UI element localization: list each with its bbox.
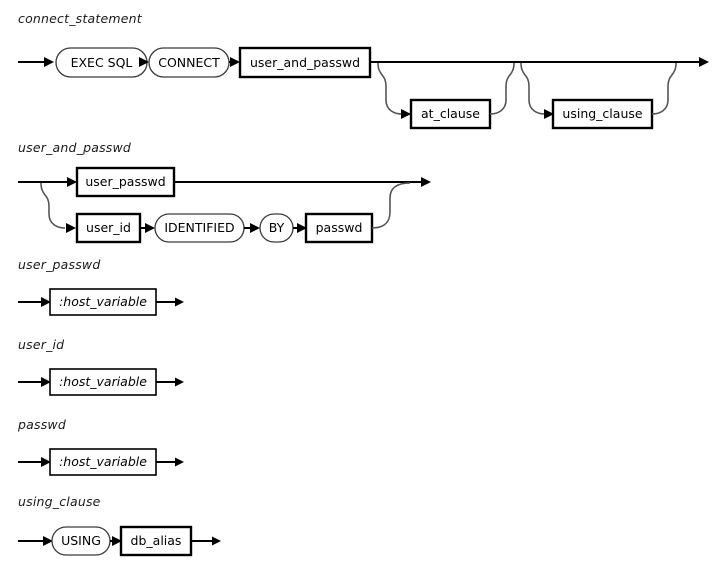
arrow-exit — [175, 377, 184, 387]
nonterminal-user-passwd-label: user_passwd — [85, 174, 165, 189]
arrow-exit — [212, 536, 221, 546]
hostvar-label: :host_variable — [59, 454, 147, 469]
nonterminal-passwd — [304, 212, 374, 244]
diagram-user-and-passwd: user_passwd user_id IDENTIFIED BY passwd — [18, 166, 431, 244]
nonterminal-user-id-label: user_id — [86, 220, 131, 235]
rule-label-connect-statement: connect_statement — [18, 11, 142, 26]
nonterminal-user-passwd — [75, 166, 176, 198]
arrow-end-of-user-and-passwd — [421, 177, 431, 187]
terminal-identified-label: IDENTIFIED — [164, 220, 234, 235]
arrow-into-host-variable — [41, 377, 51, 387]
branch-up-from-using-clause — [651, 62, 677, 115]
arrow-into-exec-sql — [44, 57, 54, 67]
diagram-passwd: :host_variable — [18, 448, 184, 476]
diagram-using-clause: USING db_alias — [18, 525, 221, 557]
hostvar-label: :host_variable — [59, 374, 147, 389]
terminal-by-label: BY — [269, 220, 285, 235]
branch-up-from-user-id-alternative — [371, 182, 411, 229]
terminal-connect-label: CONNECT — [158, 55, 220, 70]
arrow-exit — [175, 457, 184, 467]
arrow-exit — [175, 297, 184, 307]
rule-label-passwd: passwd — [18, 417, 66, 432]
arrow-into-passwd — [297, 223, 307, 233]
arrow-into-user-passwd — [67, 177, 77, 187]
terminal-exec-sql-label: EXEC SQL — [71, 55, 133, 70]
branch-up-from-at-clause — [489, 62, 515, 115]
rule-label-using-clause: using_clause — [18, 494, 101, 509]
arrow-into-by — [250, 223, 260, 233]
nonterminal-db-alias — [119, 525, 193, 557]
branch-down-to-using-clause — [520, 62, 546, 115]
nonterminal-db-alias-label: db_alias — [131, 533, 182, 548]
arrow-into-host-variable — [41, 297, 51, 307]
arrow-into-db-alias — [112, 536, 122, 546]
nonterminal-passwd-label: passwd — [316, 220, 363, 235]
terminal-using-label: USING — [61, 533, 101, 548]
arrow-into-user-and-passwd — [230, 57, 240, 67]
hostvar-label: :host_variable — [59, 294, 147, 309]
hostvar-box-user-passwd — [49, 288, 157, 316]
nonterminal-using-clause-label: using_clause — [562, 106, 642, 121]
diagram-user-id: :host_variable — [18, 368, 184, 396]
hostvar-box-user-id — [49, 368, 157, 396]
rule-label-user-passwd: user_passwd — [18, 257, 101, 272]
nonterminal-user-and-passwd-label: user_and_passwd — [250, 55, 360, 70]
arrow-into-connect — [139, 57, 149, 67]
arrow-into-at-clause — [401, 109, 411, 119]
nonterminal-at-clause-label: at_clause — [421, 106, 480, 121]
rule-label-user-and-passwd: user_and_passwd — [18, 140, 132, 155]
arrow-into-host-variable — [41, 457, 51, 467]
arrow-into-using-clause — [544, 109, 554, 119]
arrow-into-using — [43, 536, 53, 546]
arrow-end-of-statement — [699, 57, 709, 67]
diagram-user-passwd: :host_variable — [18, 288, 184, 316]
arrow-into-user-id — [66, 223, 76, 233]
arrow-into-identified — [145, 223, 155, 233]
branch-down-to-at-clause — [377, 62, 403, 115]
rule-label-user-id: user_id — [18, 337, 65, 352]
branch-down-to-user-id — [40, 182, 66, 229]
diagram-connect-statement: EXEC SQL CONNECT user_and_passwd at_clau… — [18, 46, 709, 130]
